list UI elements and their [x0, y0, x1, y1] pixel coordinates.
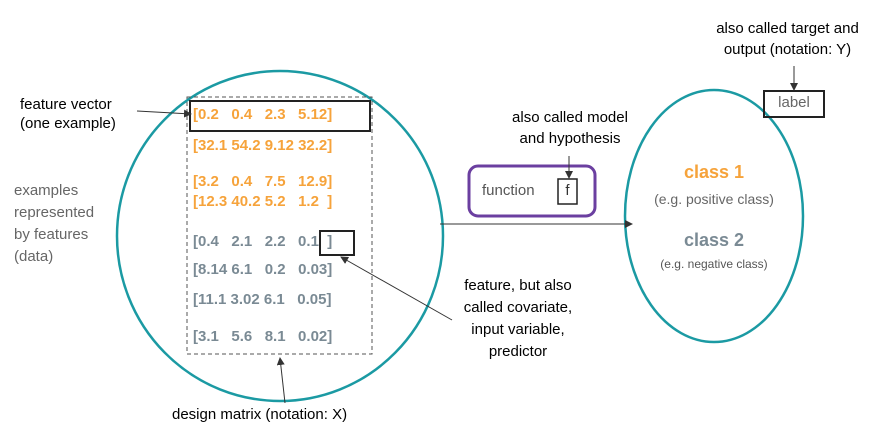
- class-2-example: (e.g. negative class): [660, 257, 768, 271]
- class-1-label: class 1: [683, 162, 745, 182]
- matrix-row: [3.2 0.4 7.5 12.9]: [193, 173, 333, 190]
- feature-desc-arrow: [340, 256, 453, 321]
- matrix-row: [12.3 40.2 5.2 1.2 ]: [193, 193, 333, 210]
- target-label: also called target and output (notation:…: [716, 20, 859, 58]
- design-matrix-box: [186, 96, 373, 355]
- class-ellipse: [623, 88, 805, 344]
- matrix-row: [8.14 6.1 0.2 0.03]: [193, 261, 333, 278]
- class-2-label: class 2: [683, 230, 745, 250]
- matrix-row: [0.2 0.4 2.3 5.12]: [193, 106, 333, 123]
- matrix-row: [0.4 2.1 2.2 0.1 ]: [193, 233, 333, 250]
- class-1-example: (e.g. positive class): [654, 191, 774, 207]
- feature-vector-label: feature vector (one example): [20, 96, 116, 132]
- examples-label: examples represented by features (data): [14, 182, 95, 265]
- feature-cell-box: [319, 230, 355, 256]
- model-label: also called model and hypothesis: [512, 109, 628, 147]
- label-box: [763, 90, 825, 118]
- matrix-row: [32.1 54.2 9.12 32.2]: [193, 137, 333, 154]
- feature-description-label: feature, but also called covariate, inpu…: [463, 277, 573, 360]
- design-matrix-arrow: [276, 357, 286, 404]
- design-matrix-label: design matrix (notation: X): [172, 406, 348, 423]
- matrix-row: [3.1 5.6 8.1 0.02]: [193, 328, 333, 345]
- label-text: label: [778, 94, 810, 111]
- function-label: function: [482, 182, 535, 199]
- f-symbol: f: [565, 182, 570, 199]
- f-box: [557, 178, 578, 205]
- feature-vector-arrow: [136, 109, 192, 118]
- data-ellipse: [115, 69, 445, 403]
- function-box: [467, 164, 597, 218]
- matrix-row: [11.1 3.02 6.1 0.05]: [193, 291, 332, 308]
